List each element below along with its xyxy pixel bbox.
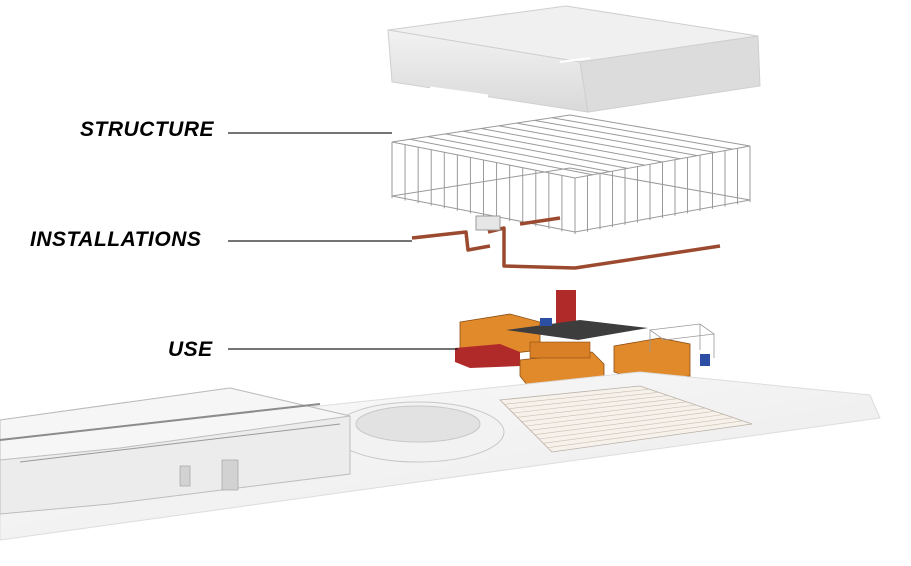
leader-lines — [228, 132, 458, 350]
site-base — [0, 371, 881, 541]
label-installations: INSTALLATIONS — [30, 228, 202, 251]
label-structure: STRUCTURE — [80, 118, 214, 141]
label-use: USE — [168, 338, 213, 361]
structure-frame — [391, 114, 751, 234]
roof-right-face — [579, 35, 761, 113]
use-volumes — [455, 290, 716, 387]
roof-layer — [387, 5, 761, 113]
installations-pipes — [411, 215, 721, 270]
